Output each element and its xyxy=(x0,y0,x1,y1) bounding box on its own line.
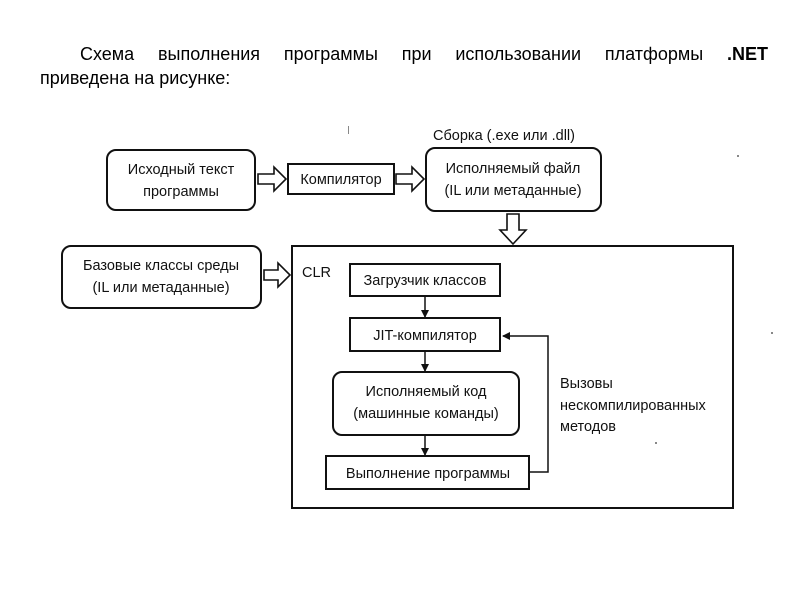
program-execution-label: Выполнение программы xyxy=(346,466,510,482)
source-text-box: Исходный текст программы xyxy=(106,149,256,211)
uncompiled-calls-label: Вызовы нескомпилированных методов xyxy=(560,376,707,435)
arrow-execution-to-jit-loop xyxy=(502,332,549,473)
jit-compiler-box: JIT-компилятор xyxy=(349,317,501,352)
executable-code-label-1: Исполняемый код xyxy=(366,384,487,400)
calls-label-3: методов xyxy=(560,419,616,435)
arrow-file-to-clr xyxy=(498,213,528,246)
assembly-label: Сборка (.exe или .dll) xyxy=(433,128,575,144)
arrow-source-to-compiler xyxy=(257,165,288,193)
base-classes-label-2: (IL или метаданные) xyxy=(92,280,229,296)
calls-label-1: Вызовы xyxy=(560,376,613,392)
caption-net: .NET xyxy=(726,44,768,64)
source-text-label-1: Исходный текст xyxy=(128,162,235,178)
jit-compiler-label: JIT-компилятор xyxy=(373,328,477,344)
executable-file-label-2: (IL или метаданные) xyxy=(444,183,581,199)
slide-caption: Схема выполнения программы при использов… xyxy=(40,42,768,90)
executable-file-label-1: Исполняемый файл xyxy=(446,161,581,177)
scan-specks xyxy=(348,126,773,444)
class-loader-box: Загрузчик классов xyxy=(349,263,501,297)
compiler-box: Компилятор xyxy=(287,163,395,195)
source-text-label-2: программы xyxy=(143,184,219,200)
base-classes-label-1: Базовые классы среды xyxy=(83,258,239,274)
program-execution-box: Выполнение программы xyxy=(325,455,530,490)
arrow-compiler-to-file xyxy=(395,165,426,193)
caption-text-1: Схема выполнения программы при использов… xyxy=(80,44,704,64)
compiler-label: Компилятор xyxy=(300,172,381,188)
caption-line-1: Схема выполнения программы при использов… xyxy=(40,42,768,66)
executable-file-box: Исполняемый файл (IL или метаданные) xyxy=(425,147,602,212)
caption-line-2: приведена на рисунке: xyxy=(40,68,231,88)
executable-code-box: Исполняемый код (машинные команды) xyxy=(332,371,520,436)
arrow-base-classes-to-clr xyxy=(263,261,292,289)
executable-code-label-2: (машинные команды) xyxy=(353,406,498,422)
class-loader-label: Загрузчик классов xyxy=(364,273,487,289)
clr-container xyxy=(291,245,734,509)
clr-label: CLR xyxy=(302,265,331,281)
base-classes-box: Базовые классы среды (IL или метаданные) xyxy=(61,245,262,309)
calls-label-2: нескомпилированных xyxy=(560,398,707,414)
